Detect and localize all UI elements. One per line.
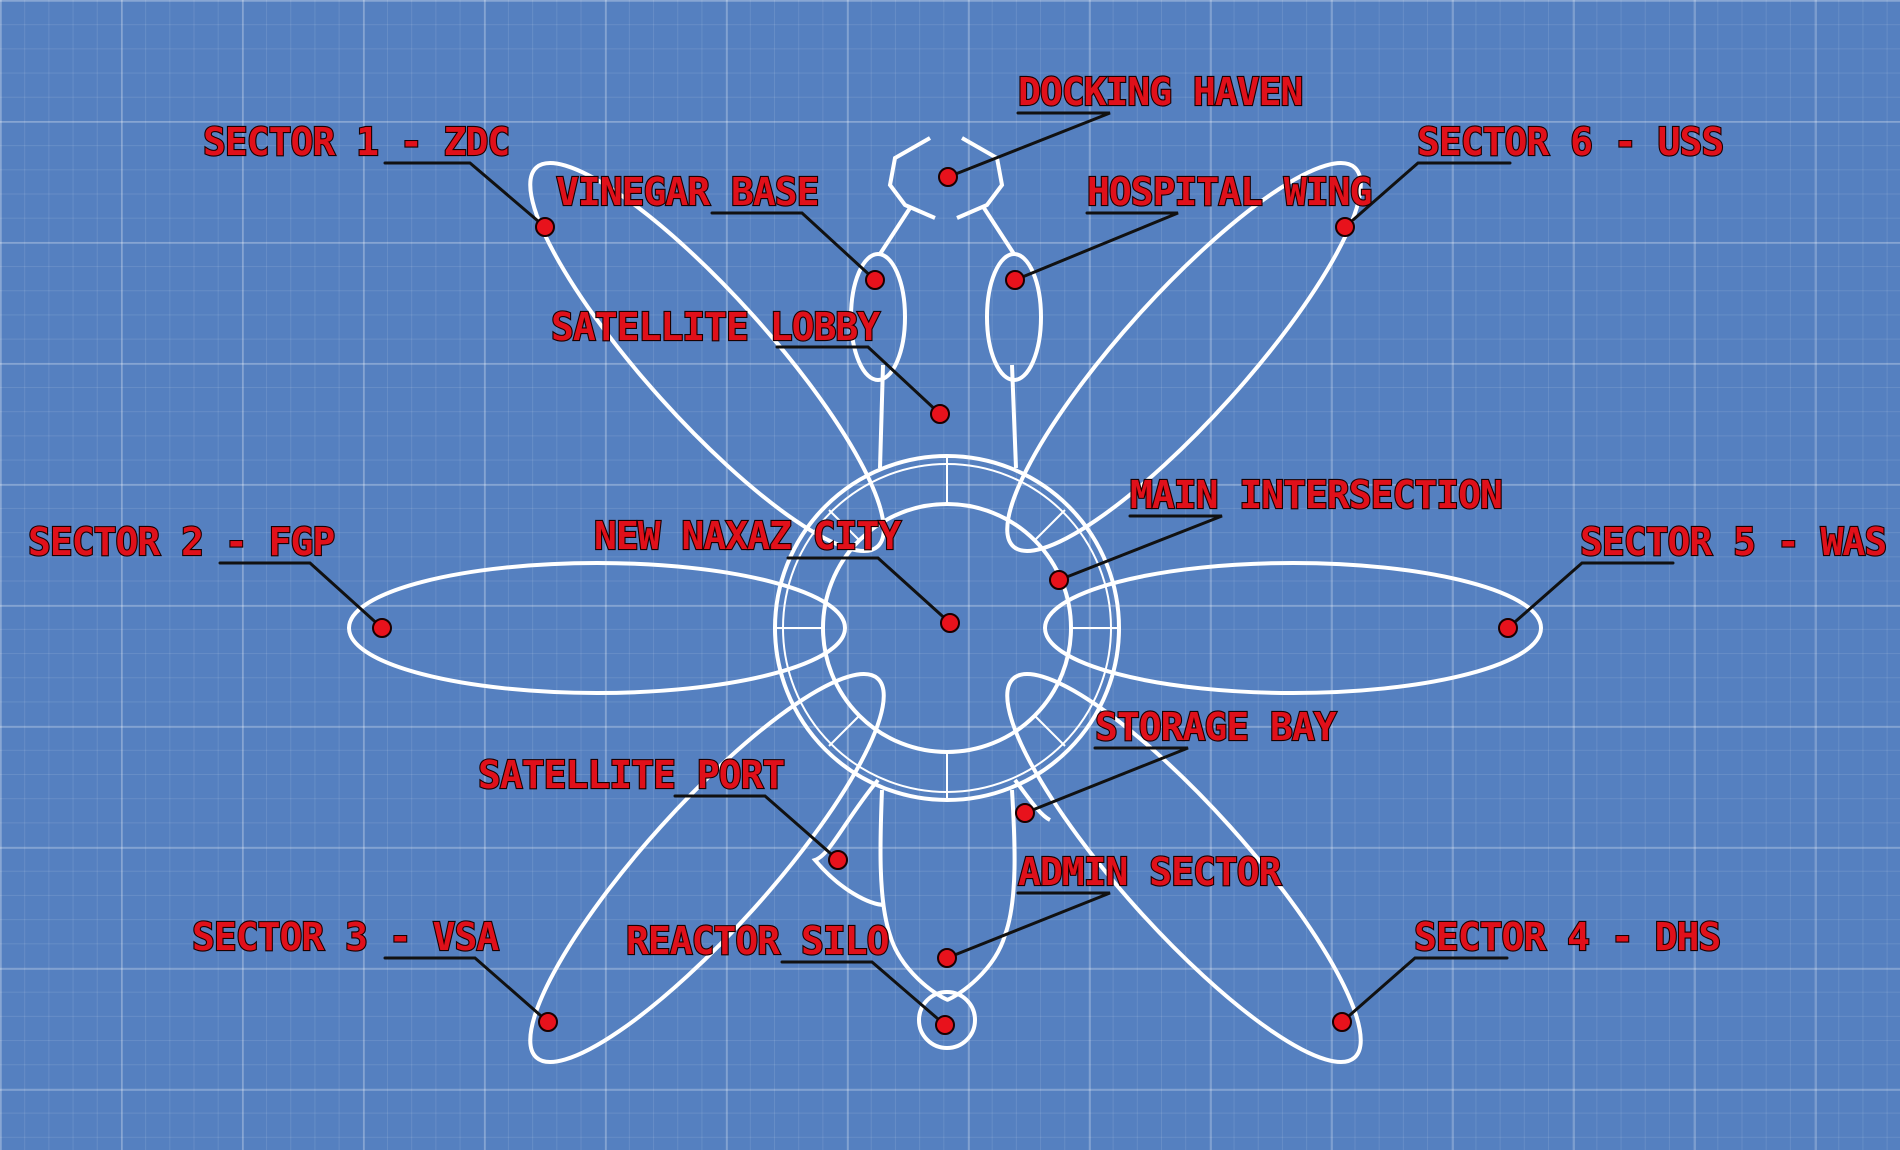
label-satellite-lobby: SATELLITE LOBBY [551, 305, 880, 349]
sector-6-petal [1005, 161, 1363, 553]
callout-main-intersection[interactable]: MAIN INTERSECTION [1049, 472, 1504, 590]
callout-sector-3[interactable]: SECTOR 3 - VSA [191, 914, 558, 1032]
callout-hospital-wing[interactable]: HOSPITAL WING [1005, 169, 1374, 290]
label-storage-bay: STORAGE BAY [1095, 705, 1337, 749]
label-sector-6: SECTOR 6 - USS [1417, 120, 1723, 164]
upper-spine [878, 364, 1018, 469]
callout-storage-bay[interactable]: STORAGE BAY [1015, 704, 1339, 823]
label-sector-2: SECTOR 2 - FGP [28, 520, 334, 564]
callout-satellite-lobby[interactable]: SATELLITE LOBBY [550, 304, 950, 424]
label-reactor-silo: REACTOR SILO [626, 919, 889, 963]
callout-new-naxaz-city[interactable]: NEW NAXAZ CITY [593, 513, 960, 633]
label-satellite-port: SATELLITE PORT [478, 753, 784, 797]
callout-vinegar-base[interactable]: VINEGAR BASE [555, 169, 885, 290]
label-sector-3: SECTOR 3 - VSA [192, 915, 499, 959]
label-admin-sector: ADMIN SECTOR [1018, 850, 1282, 894]
sector-1-petal [528, 161, 886, 553]
label-hospital-wing: HOSPITAL WING [1087, 170, 1371, 214]
sector-2-petal [347, 561, 847, 695]
label-sector-5: SECTOR 5 - WAS [1580, 520, 1886, 564]
label-sector-4: SECTOR 4 - DHS [1414, 915, 1720, 959]
label-vinegar-base: VINEGAR BASE [556, 170, 819, 214]
hub-spokes [775, 456, 1119, 800]
callout-sector-1[interactable]: SECTOR 1 - ZDC [202, 119, 555, 237]
docking-connector [878, 206, 1016, 256]
vinegar-base-pod [849, 252, 907, 382]
label-sector-1: SECTOR 1 - ZDC [203, 120, 509, 164]
callout-sector-6[interactable]: SECTOR 6 - USS [1335, 119, 1725, 237]
callout-sector-2[interactable]: SECTOR 2 - FGP [27, 519, 392, 638]
satellite-port-arm [811, 778, 886, 907]
sector-3-petal [528, 672, 886, 1064]
label-new-naxaz-city: NEW NAXAZ CITY [594, 514, 901, 558]
lower-spine [878, 789, 1017, 1002]
callout-sector-5[interactable]: SECTOR 5 - WAS [1498, 519, 1888, 638]
callout-reactor-silo[interactable]: REACTOR SILO [625, 918, 955, 1035]
callout-sector-4[interactable]: SECTOR 4 - DHS [1332, 914, 1722, 1032]
docking-haven [887, 136, 1005, 220]
callout-docking-haven[interactable]: DOCKING HAVEN [938, 69, 1305, 187]
sector-4-petal [1005, 672, 1363, 1064]
callout-satellite-port[interactable]: SATELLITE PORT [477, 752, 848, 870]
callout-admin-sector[interactable]: ADMIN SECTOR [937, 849, 1284, 968]
label-main-intersection: MAIN INTERSECTION [1130, 473, 1502, 517]
label-docking-haven: DOCKING HAVEN [1018, 70, 1302, 114]
sector-5-petal [1043, 561, 1543, 695]
reactor-silo-ring [917, 990, 977, 1050]
